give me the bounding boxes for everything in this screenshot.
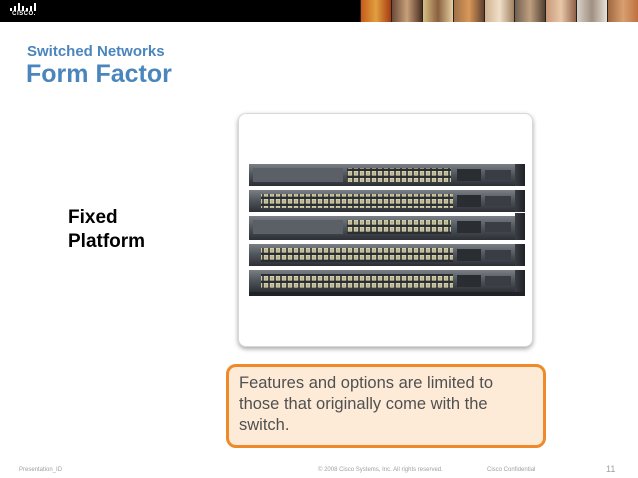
switch-unit [249,270,525,292]
page-number: 11 [606,464,616,474]
switch-unit [249,244,525,266]
header-photo-strip [360,0,638,22]
stacked-switches-image [249,164,525,296]
slide-subtitle: Switched Networks [27,43,165,60]
header-bar: CISCO. [0,0,638,22]
switch-unit [249,190,525,212]
switch-unit [249,213,525,240]
label-line-2: Platform [68,231,146,252]
footer-copyright: © 2008 Cisco Systems, Inc. All rights re… [318,467,443,473]
switch-photo-frame [238,113,533,347]
callout-box: Features and options are limited to thos… [226,364,546,448]
cisco-logo: CISCO. [8,3,40,19]
slide-title: Form Factor [26,60,172,88]
footer-confidential: Cisco Confidential [487,467,536,473]
fixed-platform-label: Fixed Platform [68,206,145,254]
label-line-1: Fixed [68,207,118,228]
switch-unit [249,164,525,186]
footer-presentation-id: Presentation_ID [19,467,63,473]
cisco-bars-icon [10,3,38,11]
logo-text: CISCO. [12,11,36,17]
